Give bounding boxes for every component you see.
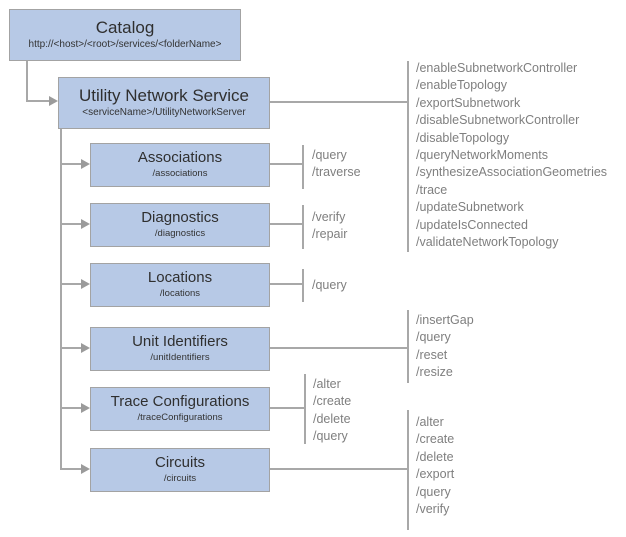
arrowhead-circuits (81, 463, 90, 474)
operation-item: /export (416, 467, 455, 482)
operation-item: /create (313, 394, 352, 409)
service-operations-list: /enableSubnetworkController /enableTopol… (416, 60, 607, 251)
connector-branch-unit-identifiers (60, 347, 81, 349)
connector-diagnostics-ops (270, 223, 303, 225)
connector-service-ops-bar (407, 61, 409, 252)
operation-item: /repair (312, 227, 348, 242)
operation-item: /updateSubnetwork (416, 200, 524, 215)
connector-catalog-trunk (26, 61, 28, 102)
diagnostics-node: Diagnostics /diagnostics (90, 203, 270, 247)
operation-item: /resize (416, 365, 453, 380)
arrowhead-service (49, 95, 58, 106)
connector-unit-identifiers-ops (270, 347, 407, 349)
connector-circuits-ops-bar (407, 410, 409, 530)
connector-trace-configurations-ops-bar (304, 374, 306, 444)
unit-identifiers-node: Unit Identifiers /unitIdentifiers (90, 327, 270, 371)
circuits-node: Circuits /circuits (90, 448, 270, 492)
operation-item: /validateNetworkTopology (416, 235, 559, 250)
trace-configurations-path: /traceConfigurations (137, 412, 223, 424)
operation-item: /query (416, 330, 451, 345)
arrowhead-associations (81, 158, 90, 169)
catalog-title: Catalog (95, 18, 155, 38)
unit-identifiers-operations-list: /insertGap /query /reset /resize (416, 312, 474, 382)
operation-item: /exportSubnetwork (416, 95, 521, 110)
circuits-operations-list: /alter /create /delete /export /query /v… (416, 414, 454, 518)
operation-item: /query (416, 484, 451, 499)
connector-unit-identifiers-ops-bar (407, 310, 409, 383)
operation-item: /delete (313, 411, 351, 426)
operation-item: /trace (416, 182, 448, 197)
circuits-path: /circuits (163, 473, 197, 485)
catalog-node: Catalog http://<host>/<root>/services/<f… (9, 9, 241, 61)
connector-catalog-branch (26, 100, 49, 102)
arrowhead-diagnostics (81, 218, 90, 229)
operation-item: /create (416, 432, 455, 447)
arrowhead-locations (81, 278, 90, 289)
unit-identifiers-title: Unit Identifiers (132, 333, 228, 351)
operation-item: /query (313, 429, 348, 444)
connector-locations-ops-bar (302, 269, 304, 302)
trace-configurations-node: Trace Configurations /traceConfiguration… (90, 387, 270, 431)
connector-circuits-ops (270, 468, 407, 470)
trace-configurations-operations-list: /alter /create /delete /query (313, 376, 351, 446)
connector-branch-associations (60, 163, 81, 165)
arrowhead-trace-configurations (81, 402, 90, 413)
connector-branch-trace-configurations (60, 407, 81, 409)
associations-node: Associations /associations (90, 143, 270, 187)
operation-item: /synthesizeAssociationGeometries (416, 165, 608, 180)
connector-service-trunk (60, 129, 62, 469)
diagnostics-operations-list: /verify /repair (312, 209, 347, 244)
utility-network-service-node: Utility Network Service <serviceName>/Ut… (58, 77, 270, 129)
operation-item: /alter (313, 377, 341, 391)
operation-item: /insertGap (416, 313, 474, 327)
catalog-url: http://<host>/<root>/services/<folderNam… (28, 38, 222, 50)
operation-item: /enableTopology (416, 78, 508, 93)
associations-title: Associations (137, 149, 223, 167)
unit-identifiers-path: /unitIdentifiers (150, 352, 210, 364)
locations-path: /locations (159, 288, 201, 300)
connector-service-ops (270, 101, 407, 103)
connector-branch-locations (60, 283, 81, 285)
circuits-title: Circuits (154, 454, 205, 472)
connector-associations-ops (270, 163, 303, 165)
operation-item: /verify (312, 210, 346, 224)
diagnostics-title: Diagnostics (141, 209, 219, 227)
operation-item: /verify (416, 502, 450, 517)
operation-item: /delete (416, 449, 454, 464)
locations-title: Locations (147, 269, 213, 287)
operation-item: /queryNetworkMoments (416, 148, 548, 163)
associations-path: /associations (152, 168, 208, 180)
locations-operations-list: /query (312, 277, 347, 294)
operation-item: /query (312, 278, 347, 292)
connector-associations-ops-bar (302, 145, 304, 189)
arrowhead-unit-identifiers (81, 342, 90, 353)
service-title: Utility Network Service (78, 86, 250, 106)
operation-item: /updateIsConnected (416, 217, 528, 232)
diagnostics-path: /diagnostics (154, 228, 206, 240)
trace-configurations-title: Trace Configurations (110, 393, 250, 411)
locations-node: Locations /locations (90, 263, 270, 307)
operation-item: /query (312, 148, 347, 162)
associations-operations-list: /query /traverse (312, 147, 361, 182)
connector-trace-configurations-ops (270, 407, 305, 409)
operation-item: /traverse (312, 165, 361, 180)
operation-item: /reset (416, 347, 448, 362)
connector-locations-ops (270, 283, 303, 285)
operation-item: /disableTopology (416, 130, 510, 145)
connector-branch-diagnostics (60, 223, 81, 225)
service-path: <serviceName>/UtilityNetworkServer (82, 106, 246, 118)
operation-item: /disableSubnetworkController (416, 113, 580, 128)
connector-branch-circuits (60, 468, 81, 470)
connector-diagnostics-ops-bar (302, 205, 304, 249)
operation-item: /enableSubnetworkController (416, 61, 578, 75)
operation-item: /alter (416, 415, 444, 429)
